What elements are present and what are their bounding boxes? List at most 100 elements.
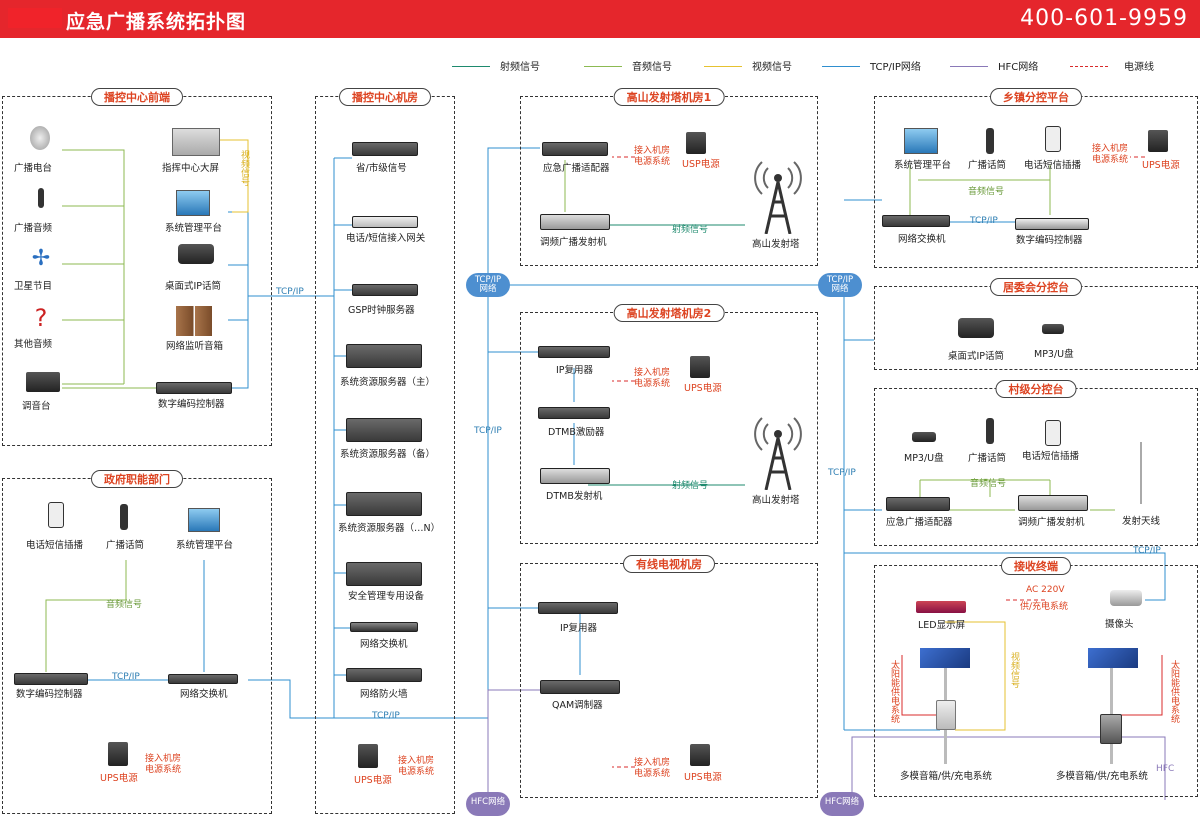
usb-drive-icon xyxy=(1042,324,1064,334)
hfc-cloud-2: HFC网络 xyxy=(820,792,864,816)
power-access-label-town: 接入机房 电源系统 xyxy=(1092,144,1129,165)
zone-government: 政府职能部门 xyxy=(2,470,272,814)
zone-title: 播控中心前端 xyxy=(91,88,183,106)
ups-label-t2: UPS电源 xyxy=(684,383,722,394)
res-server-n-device xyxy=(346,492,422,516)
ups-label: UPS电源 xyxy=(354,775,392,786)
legend-audio-label: 音频信号 xyxy=(632,62,672,73)
legend-rf-label: 射频信号 xyxy=(500,62,540,73)
sms-phone-label-town: 电话短信插播 xyxy=(1024,160,1082,171)
fm-transmitter-label: 调频广播发射机 xyxy=(540,237,607,248)
mixer-icon xyxy=(26,372,60,392)
desk-mic-icon xyxy=(958,318,994,338)
monitor-icon xyxy=(904,128,938,154)
zone-broadcast-frontend: 播控中心前端 xyxy=(2,88,272,446)
tcpip-label-terminal: TCP/IP xyxy=(1133,546,1161,556)
header-bar: 应急广播系统拓扑图 400-601-9959 xyxy=(0,0,1200,38)
digital-codec-device-gov xyxy=(14,673,88,685)
zone-tower-room-2: 高山发射塔机房2 xyxy=(520,304,818,544)
solar-panel-icon-2 xyxy=(1088,648,1138,668)
monitor-speaker-label: 网络监听音箱 xyxy=(166,341,224,352)
speaker-box-1 xyxy=(936,700,956,730)
speaker-box-2 xyxy=(1100,714,1122,744)
audio-signal-label-village: 音频信号 xyxy=(970,479,1007,489)
fm-transmitter-device xyxy=(540,214,610,230)
power-access-label-t2: 接入机房 电源系统 xyxy=(634,368,671,389)
ip-mux-device-cable xyxy=(538,602,618,614)
fm-transmitter-label-village: 调频广播发射机 xyxy=(1018,517,1085,528)
province-signal-device xyxy=(352,142,418,156)
sys-mgmt-label-gov: 系统管理平台 xyxy=(176,540,234,551)
other-audio-label: 其他音频 xyxy=(14,339,53,350)
ac-label: AC 220V xyxy=(1026,585,1065,595)
emergency-adapter-label-village: 应急广播适配器 xyxy=(886,517,953,528)
qam-device xyxy=(540,680,620,694)
digital-codec-label-gov: 数字编码控制器 xyxy=(16,689,83,700)
legend-power-label: 电源线 xyxy=(1124,62,1154,73)
legend-video-label: 视频信号 xyxy=(752,62,792,73)
zone-title: 高山发射塔机房1 xyxy=(613,88,725,106)
mic-label-gov: 广播话筒 xyxy=(106,540,145,551)
usb-drive-icon xyxy=(912,432,936,442)
province-signal-label: 省/市级信号 xyxy=(356,163,407,174)
zone-title: 乡镇分控平台 xyxy=(990,88,1082,106)
zone-village: 村级分控台 xyxy=(874,380,1198,546)
microphone-icon xyxy=(986,128,994,154)
legend-tcp-label: TCP/IP网络 xyxy=(870,62,921,73)
phone-icon xyxy=(48,502,64,528)
dtmb-exciter-device xyxy=(538,407,610,419)
res-server-main-label: 系统资源服务器（主） xyxy=(340,377,436,388)
hotline-number: 400-601-9959 xyxy=(1020,6,1188,31)
tcpip-label-right: TCP/IP xyxy=(828,468,856,478)
tcpip-label-2: TCP/IP xyxy=(372,711,400,721)
multi-speaker-label-1: 多模音箱/供/充电系统 xyxy=(900,771,992,782)
ups-device-town xyxy=(1148,130,1168,152)
gsp-clock-device xyxy=(352,284,418,296)
mixer-label: 调音台 xyxy=(22,401,51,412)
ups-label-cable: UPS电源 xyxy=(684,772,722,783)
zone-title: 有线电视机房 xyxy=(623,555,715,573)
firewall-label: 网络防火墙 xyxy=(360,689,408,700)
microphone-icon xyxy=(120,504,128,530)
zone-neighborhood: 居委会分控台 xyxy=(874,278,1198,370)
ups-device xyxy=(358,744,378,768)
net-switch-device xyxy=(350,622,418,632)
zone-title: 政府职能部门 xyxy=(91,470,183,488)
security-device xyxy=(346,562,422,586)
tcpip-label-3: TCP/IP xyxy=(474,426,502,436)
ups-device-t2 xyxy=(690,356,710,378)
ip-mux-label-cable: IP复用器 xyxy=(560,623,598,634)
other-audio-icon: ? xyxy=(34,304,48,332)
net-switch-device-town xyxy=(882,215,950,227)
tcpip-label-gov: TCP/IP xyxy=(112,672,140,682)
power-access-label-t1: 接入机房 电源系统 xyxy=(634,146,671,167)
desk-ip-mic-label-nb: 桌面式IP话筒 xyxy=(948,351,1005,362)
zone-township: 乡镇分控平台 xyxy=(874,88,1198,268)
emergency-adapter-label: 应急广播适配器 xyxy=(543,163,610,174)
ip-mux-label: IP复用器 xyxy=(556,365,594,376)
tower-label-2: 高山发射塔 xyxy=(752,495,800,506)
led-label: LED显示屏 xyxy=(918,620,966,631)
qam-label: QAM调制器 xyxy=(552,700,603,711)
ups-device-gov xyxy=(108,742,128,766)
tcp-cloud-1: TCP/IP 网络 xyxy=(466,273,510,297)
dtmb-exciter-label: DTMB激励器 xyxy=(548,427,605,438)
res-server-main-device xyxy=(346,344,422,368)
satellite-label: 卫星节目 xyxy=(14,281,53,292)
brand-logo xyxy=(8,8,62,28)
legend-rf-line xyxy=(452,66,490,67)
hfc-label: HFC xyxy=(1156,764,1175,774)
zone-title: 接收终端 xyxy=(1001,557,1071,575)
phone-icon xyxy=(1045,420,1061,446)
fm-transmitter-device-village xyxy=(1018,495,1088,511)
legend-video-line xyxy=(704,66,742,67)
ups-device-cable xyxy=(690,744,710,766)
phone-gateway-device xyxy=(352,216,418,228)
tower-icon-2 xyxy=(752,412,804,491)
antenna-icon xyxy=(1140,442,1142,504)
broadcast-station-icon xyxy=(18,126,62,156)
res-server-n-label: 系统资源服务器（…N） xyxy=(338,523,441,534)
usp-label: USP电源 xyxy=(682,159,720,170)
digital-codec-label: 数字编码控制器 xyxy=(158,399,225,410)
res-server-backup-device xyxy=(346,418,422,442)
